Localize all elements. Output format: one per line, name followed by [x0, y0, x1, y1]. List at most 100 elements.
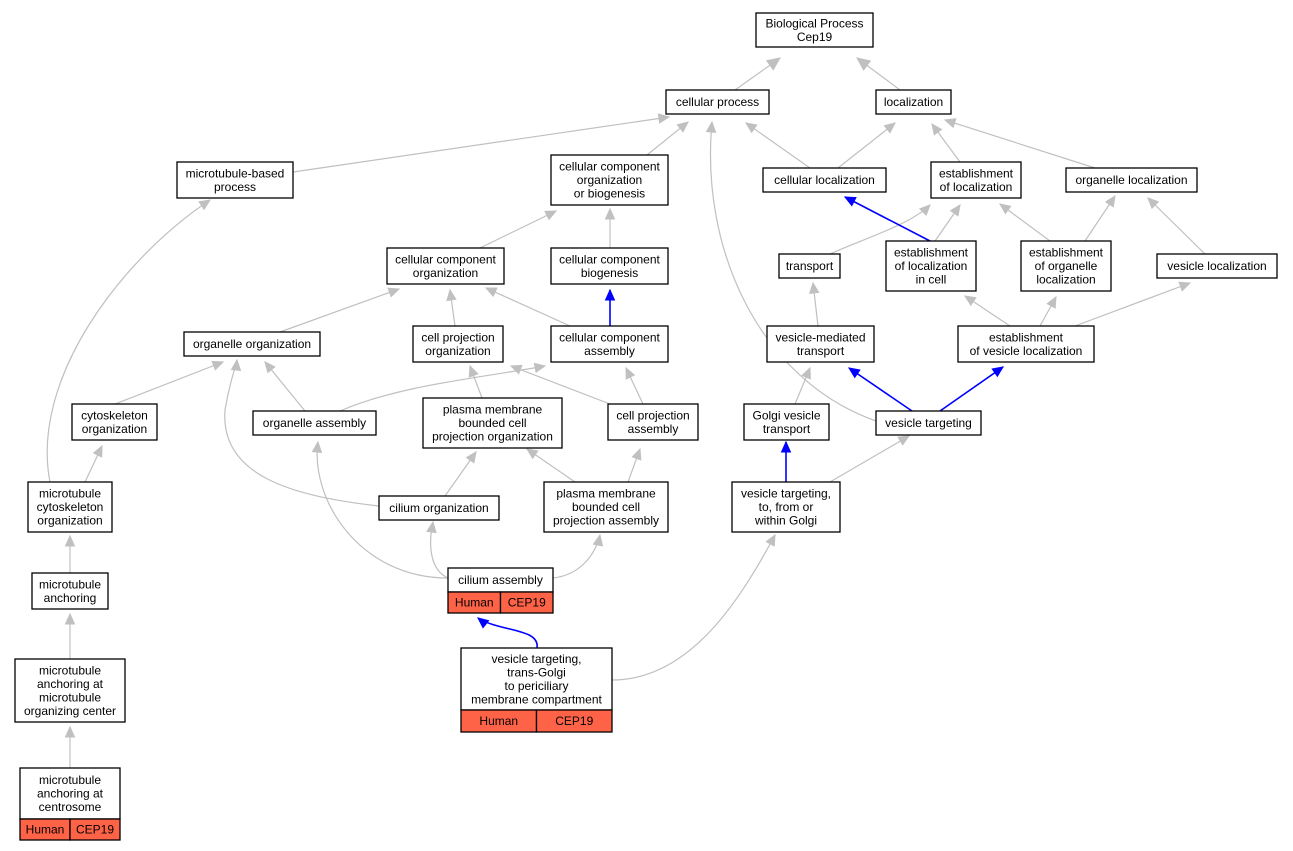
go-term-node-organelle-assembly[interactable]: organelle assembly — [252, 410, 377, 436]
node-label: centrosome — [39, 800, 102, 814]
node-label: establishment — [894, 246, 969, 260]
node-label: organization — [413, 266, 478, 280]
node-box — [176, 161, 294, 199]
go-term-node-organelle-organization[interactable]: organelle organization — [183, 331, 321, 357]
edge — [745, 122, 811, 169]
node-box — [183, 331, 321, 357]
arrowhead — [509, 364, 523, 375]
node-box — [31, 572, 109, 610]
gene-label: CEP19 — [508, 596, 546, 610]
node-box — [27, 481, 113, 533]
go-term-node-transport[interactable]: transport — [778, 253, 841, 279]
node-label: biogenesis — [581, 266, 638, 280]
node-box — [743, 403, 830, 441]
go-term-node-cellular-localization[interactable]: cellular localization — [762, 167, 887, 193]
node-label: cellular localization — [774, 173, 875, 187]
node-label: or biogenesis — [574, 187, 645, 201]
edge — [829, 435, 910, 483]
node-box — [71, 403, 158, 441]
node-label: microtubule — [39, 773, 101, 787]
node-label: organelle localization — [1075, 173, 1187, 187]
node-label: organization — [577, 173, 642, 187]
edge — [485, 287, 571, 327]
node-label: plasma membrane — [556, 487, 656, 501]
node-label: microtubule-based — [186, 166, 285, 180]
arrowhead — [801, 366, 811, 380]
edge — [224, 359, 380, 507]
node-label: process — [214, 180, 256, 194]
node-label: projection assembly — [553, 514, 659, 528]
node-label: anchoring — [44, 591, 97, 605]
node-label: of vesicle localization — [970, 344, 1083, 358]
edge — [114, 361, 224, 405]
node-label: cytoskeleton — [81, 408, 148, 422]
arrowhead — [625, 366, 636, 380]
go-term-node-cilium-organization[interactable]: cilium organization — [378, 495, 500, 521]
arrowhead — [92, 444, 103, 458]
node-box — [875, 89, 952, 115]
node-label: Biological Process — [765, 16, 863, 30]
node-label: cellular component — [559, 330, 660, 344]
node-label: vesicle targeting, — [491, 652, 581, 666]
node-box — [607, 403, 699, 441]
node-box — [252, 410, 377, 436]
edge — [510, 365, 611, 405]
go-term-node-cellular-process[interactable]: cellular process — [665, 89, 770, 115]
arrowhead — [544, 210, 558, 221]
node-box — [386, 247, 505, 285]
arrowhead — [311, 440, 323, 454]
arrowhead — [484, 287, 498, 298]
arrowhead — [387, 287, 401, 298]
node-label: cell projection — [421, 330, 494, 344]
species-label: Human — [455, 596, 494, 610]
node-label: assembly — [584, 344, 635, 358]
node-box — [1156, 253, 1278, 279]
node-box — [778, 253, 841, 279]
node-label: to periciliary — [504, 679, 568, 693]
arrowhead — [446, 288, 457, 302]
arrowhead — [991, 366, 1005, 378]
node-label: vesicle-mediated — [775, 330, 865, 344]
node-label: cellular process — [676, 95, 759, 109]
species-label: Human — [26, 823, 65, 837]
node-label: establishment — [989, 330, 1064, 344]
node-box — [762, 167, 887, 193]
arrowhead — [931, 123, 943, 136]
node-label: cellular component — [559, 160, 660, 174]
go-term-node-localization[interactable]: localization — [875, 89, 952, 115]
go-term-node-vesicle-targeting[interactable]: vesicle targeting — [875, 410, 982, 436]
node-label: cell projection — [616, 408, 689, 422]
node-label: microtubule — [39, 690, 101, 704]
go-term-node-vesicle-localization[interactable]: vesicle localization — [1156, 253, 1278, 279]
node-label: to, from or — [759, 500, 814, 514]
edge — [279, 288, 400, 333]
arrowhead — [198, 199, 212, 211]
arrowhead — [999, 203, 1012, 215]
go-term-node-organelle-localization[interactable]: organelle localization — [1065, 167, 1198, 193]
arrowhead — [64, 612, 76, 625]
